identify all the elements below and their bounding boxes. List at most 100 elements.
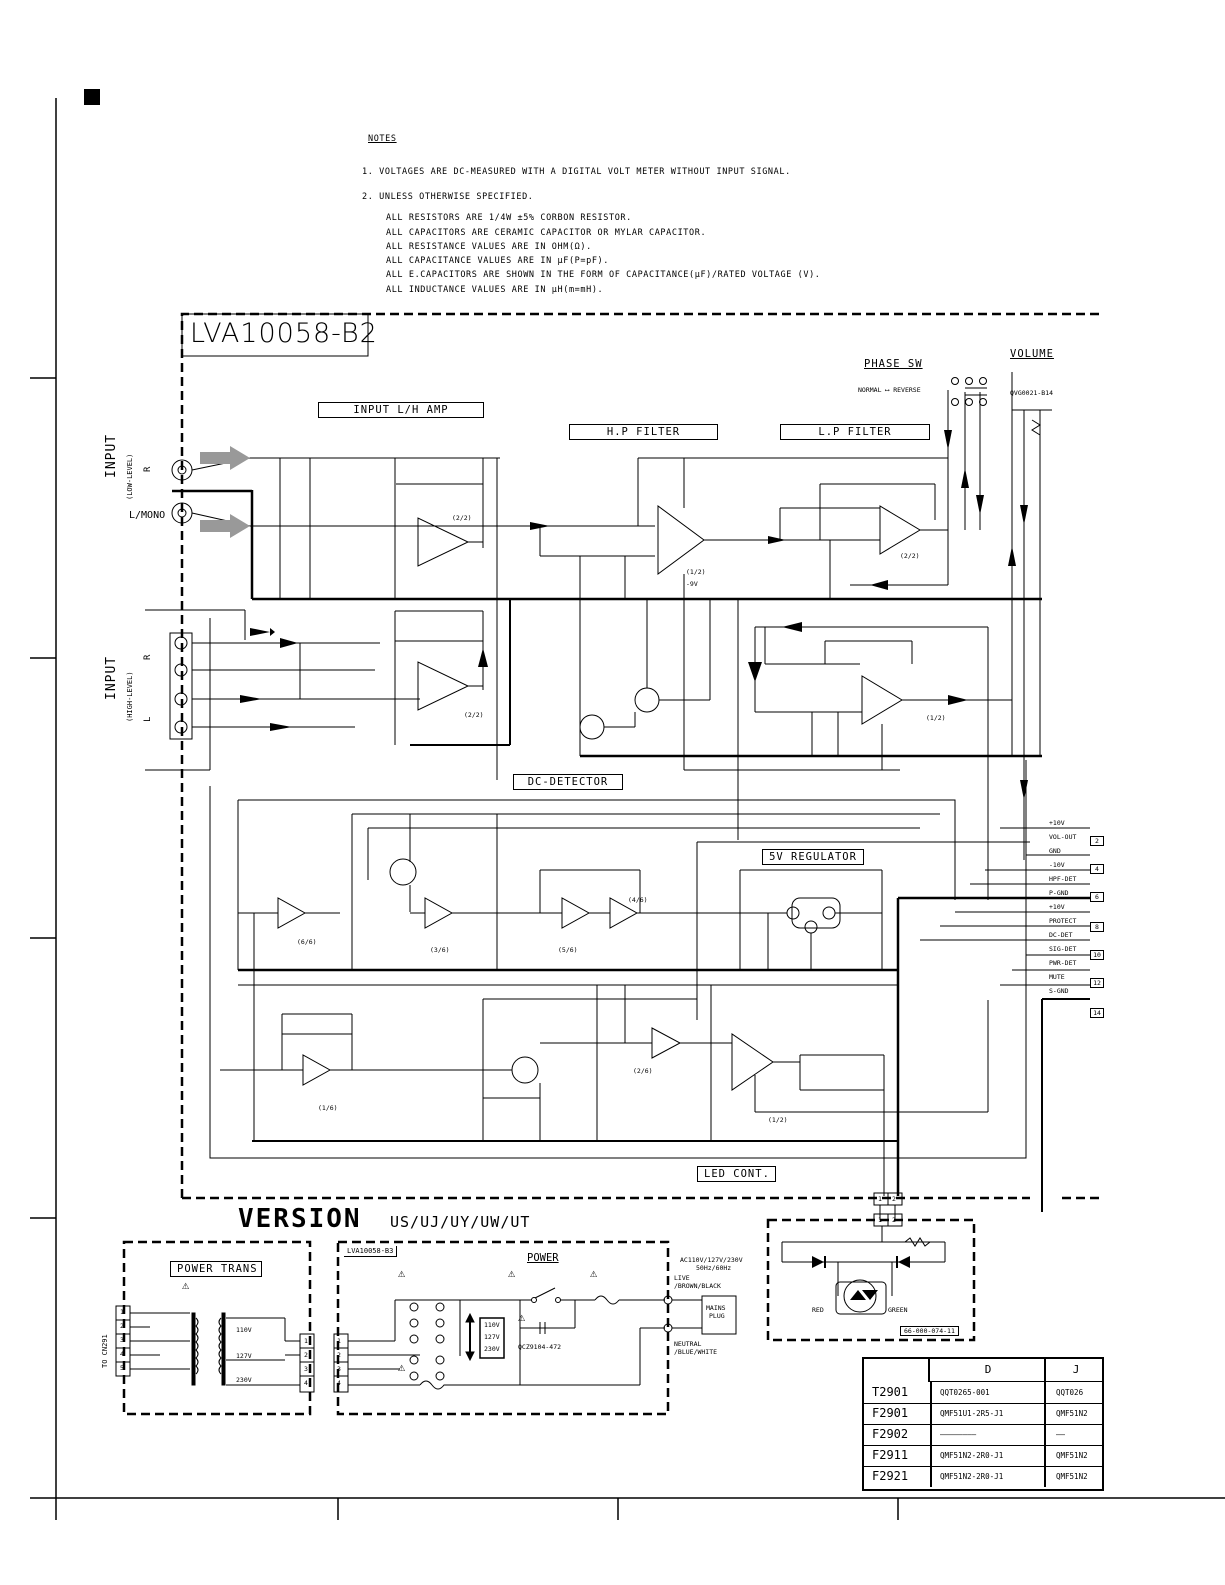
pin-num: 12 [1090, 978, 1104, 988]
power-in-pin: 3 [337, 1365, 341, 1373]
board-name: LVA10058-B2 [190, 318, 378, 349]
row-j: QMF51N2 [1044, 1403, 1102, 1424]
inv-label-3: (5/6) [558, 946, 578, 954]
live-label: LIVE [674, 1274, 690, 1282]
table-row: F2901 QMF51U1-2R5-J1 QMF51N2 [864, 1403, 1102, 1425]
row-d: QMF51N2-2R0-J1 [930, 1466, 1054, 1487]
input-lmono: L/MONO [129, 510, 166, 521]
pin-num: 4 [1090, 864, 1104, 874]
trans-out-pin: 4 [304, 1379, 308, 1387]
parts-table: D J T2901 QQT0265-001 QQT026 F2901 QMF51… [862, 1357, 1104, 1491]
pin-label: PWR-DET [1049, 959, 1077, 967]
notes-heading: NOTES [368, 134, 397, 144]
trans-tap: 127V [236, 1352, 252, 1360]
led-pin: 2 [892, 1216, 896, 1224]
pin-num: 6 [1090, 892, 1104, 902]
cable-pin: 1 [878, 1195, 882, 1203]
row-ref: F2902 [872, 1427, 909, 1441]
power-in-pin: 4 [337, 1379, 341, 1387]
inv-label-2: (3/6) [430, 946, 450, 954]
row-ref: T2901 [872, 1385, 909, 1399]
row-ref: F2911 [872, 1448, 909, 1462]
row-d: QMF51U1-2R5-J1 [930, 1403, 1054, 1424]
cable-pin: 2 [892, 1195, 896, 1203]
opamp-label-a2: (2/2) [464, 711, 484, 719]
warning-icon: ⚠ [182, 1278, 190, 1292]
selector-230: 230V [484, 1345, 500, 1353]
inv-label-6: (2/6) [633, 1067, 653, 1075]
note-sub-6: ALL INDUCTANCE VALUES ARE IN μH(m=mH). [386, 285, 604, 295]
note-line-1: 1. VOLTAGES ARE DC-MEASURED WITH A DIGIT… [362, 167, 791, 177]
version-title: VERSION [238, 1204, 362, 1234]
block-phase-sw: PHASE SW [864, 358, 923, 370]
cap-part: QCZ9104-472 [518, 1343, 562, 1351]
trans-out-pin: 3 [304, 1365, 308, 1373]
block-hp-filter: H.P FILTER [569, 424, 718, 440]
row-d: ———————— [930, 1424, 1054, 1445]
warning-icon: ⚠ [398, 1266, 406, 1280]
warning-icon: ⚠ [518, 1310, 526, 1324]
table-row: F2911 QMF51N2-2R0-J1 QMF51N2 [864, 1445, 1102, 1467]
selector-127: 127V [484, 1333, 500, 1341]
mains-label: MAINS [706, 1304, 726, 1312]
power-in-pin: 1 [337, 1337, 341, 1345]
pin-num: 8 [1090, 922, 1104, 932]
block-phase-sw-sub: NORMAL ⟷ REVERSE [858, 386, 921, 394]
block-lp-filter: L.P FILTER [780, 424, 930, 440]
hz-label: 50Hz/60Hz [696, 1264, 732, 1272]
row-d: QQT0265-001 [930, 1382, 1054, 1403]
note-sub-2: ALL CAPACITORS ARE CERAMIC CAPACITOR OR … [386, 228, 707, 238]
plug-label: PLUG [709, 1312, 725, 1320]
selector-110: 110V [484, 1321, 500, 1329]
block-dc-detector: DC-DETECTOR [513, 774, 623, 790]
warning-icon: ⚠ [508, 1266, 516, 1280]
row-j: QMF51N2 [1044, 1445, 1102, 1466]
opamp-label-neg9v: -9V [686, 580, 698, 588]
pin-label: P-GND [1049, 889, 1069, 897]
note-line-2: 2. UNLESS OTHERWISE SPECIFIED. [362, 192, 534, 202]
opamp-label-lp: (2/2) [900, 552, 920, 560]
pin-num: 10 [1090, 950, 1104, 960]
opamp-label-a1: (2/2) [452, 514, 472, 522]
pin-label: +10V [1049, 903, 1065, 911]
pin-label: VOL-OUT [1049, 833, 1077, 841]
phase-switch [951, 377, 987, 406]
trans-out-pin: 1 [304, 1337, 308, 1345]
led-green: GREEN [888, 1306, 908, 1314]
ac-label: AC110V/127V/230V [680, 1256, 743, 1264]
warning-icon: ⚠ [590, 1266, 598, 1280]
row-j: —— [1044, 1424, 1102, 1445]
pin-label: GND [1049, 847, 1061, 855]
row-j: QQT026 [1044, 1382, 1102, 1403]
power-label: POWER [527, 1252, 559, 1264]
inv-label-5: (1/6) [318, 1104, 338, 1112]
row-d: QMF51N2-2R0-J1 [930, 1445, 1054, 1466]
trans-tap: 230V [236, 1376, 252, 1384]
block-regulator: 5V REGULATOR [762, 849, 864, 865]
note-sub-4: ALL CAPACITANCE VALUES ARE IN μF(P=pF). [386, 256, 609, 266]
power-trans-label: POWER TRANS [170, 1261, 262, 1277]
table-header: J [1044, 1359, 1102, 1382]
led-pin: 1 [878, 1216, 882, 1224]
note-sub-3: ALL RESISTANCE VALUES ARE IN OHM(Ω). [386, 242, 592, 252]
opamp-label-out: (1/2) [926, 714, 946, 722]
live-color: /BROWN/BLACK [674, 1282, 721, 1290]
power-in-pin: 2 [337, 1351, 341, 1359]
note-sub-1: ALL RESISTORS ARE 1/4W ±5% CORBON RESIST… [386, 213, 632, 223]
pin-label: HPF-DET [1049, 875, 1077, 883]
volume-part: QVG0021-B14 [1010, 389, 1054, 397]
pin-num: 14 [1090, 1008, 1104, 1018]
power-board-name: LVA10058-B3 [344, 1246, 398, 1257]
table-row: F2921 QMF51N2-2R0-J1 QMF51N2 [864, 1466, 1102, 1487]
trans-pin: 4 [120, 1350, 124, 1358]
trans-pin: 5 [120, 1364, 124, 1372]
inv-label-1: (6/6) [297, 938, 317, 946]
pin-label: DC-DET [1049, 931, 1073, 939]
row-j: QMF51N2 [1044, 1466, 1102, 1487]
pin-label: S-GND [1049, 987, 1069, 995]
trans-pin: 2 [120, 1322, 124, 1330]
pin-label: SIG-DET [1049, 945, 1077, 953]
block-input-amp: INPUT L/H AMP [318, 402, 484, 418]
opamp-label-hp: (1/2) [686, 568, 706, 576]
row-ref: F2921 [872, 1469, 909, 1483]
